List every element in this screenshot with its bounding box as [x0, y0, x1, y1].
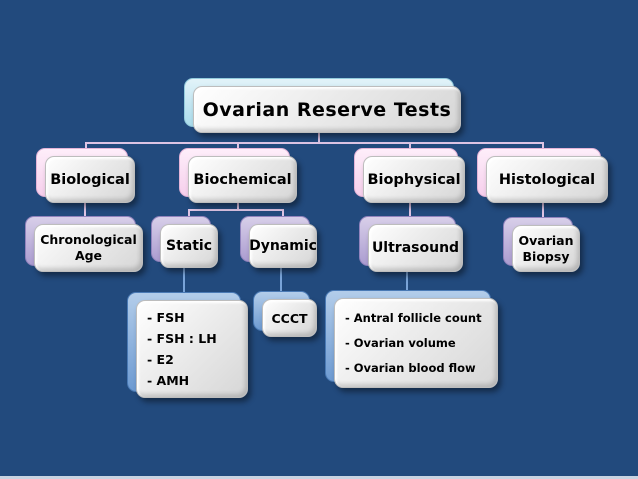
- connector-ultrasound-findings: [406, 271, 408, 295]
- node-histological: Histological: [477, 148, 608, 203]
- connector-histological-biopsy: [542, 202, 544, 221]
- list-item-ovarian-volume: - Ovarian volume: [345, 335, 456, 350]
- histological-label: Histological: [498, 171, 596, 188]
- node-ovarian-reserve-tests: Ovarian Reserve Tests: [184, 78, 461, 133]
- biophysical-label: Biophysical: [367, 171, 461, 188]
- ovarian-biopsy-label: Ovarian Biopsy: [518, 232, 574, 264]
- biochemical-label: Biochemical: [193, 171, 292, 188]
- connector-drop-histological: [542, 142, 544, 152]
- biological-label: Biological: [50, 171, 130, 188]
- list-item-e2: - E2: [147, 352, 174, 367]
- connector-drop-static: [188, 209, 190, 218]
- node-biophysical: Biophysical: [354, 148, 465, 203]
- ccct-label: CCCT: [271, 310, 308, 326]
- ultrasound-label: Ultrasound: [371, 240, 460, 256]
- list-item-fsh: - FSH: [147, 310, 185, 325]
- connector-biological-chronological: [84, 202, 86, 220]
- list-item-ovarian-blood-flow: - Ovarian blood flow: [345, 361, 476, 376]
- chronological-age-label: Chronological Age: [40, 232, 137, 263]
- slide-footer-strip: [0, 476, 638, 479]
- node-biological: Biological: [36, 148, 135, 203]
- connector-level2-horizontal: [85, 142, 544, 144]
- list-item-fsh-lh: - FSH : LH: [147, 331, 217, 346]
- connector-dynamic-ccct: [280, 267, 282, 296]
- connector-drop-dynamic: [282, 209, 284, 218]
- list-item-amh: - AMH: [147, 373, 190, 388]
- connector-biochemical-down: [237, 202, 239, 211]
- node-biochemical: Biochemical: [179, 148, 297, 203]
- list-item-antral-follicle-count: - Antral follicle count: [345, 310, 482, 325]
- connector-biophysical-ultrasound: [409, 202, 411, 220]
- static-label: Static: [165, 238, 212, 254]
- dynamic-label: Dynamic: [249, 238, 317, 254]
- node-ovarian-biopsy: Ovarian Biopsy: [503, 217, 580, 272]
- node-dynamic: Dynamic: [240, 216, 317, 268]
- node-ccct: CCCT: [253, 291, 317, 337]
- connector-static-tests: [183, 267, 185, 297]
- connector-drop-biochemical: [237, 142, 239, 152]
- node-ultrasound: Ultrasound: [359, 216, 463, 272]
- connector-drop-biological: [85, 142, 87, 152]
- connector-drop-biophysical: [409, 142, 411, 152]
- root-title: Ovarian Reserve Tests: [202, 98, 452, 121]
- node-chronological-age: Chronological Age: [25, 216, 143, 272]
- node-ultrasound-findings-list: - Antral follicle count - Ovarian volume…: [325, 290, 498, 388]
- node-static: Static: [151, 216, 218, 268]
- node-static-tests-list: - FSH - FSH : LH - E2 - AMH: [127, 292, 248, 398]
- connector-biochemical-horizontal: [188, 209, 284, 211]
